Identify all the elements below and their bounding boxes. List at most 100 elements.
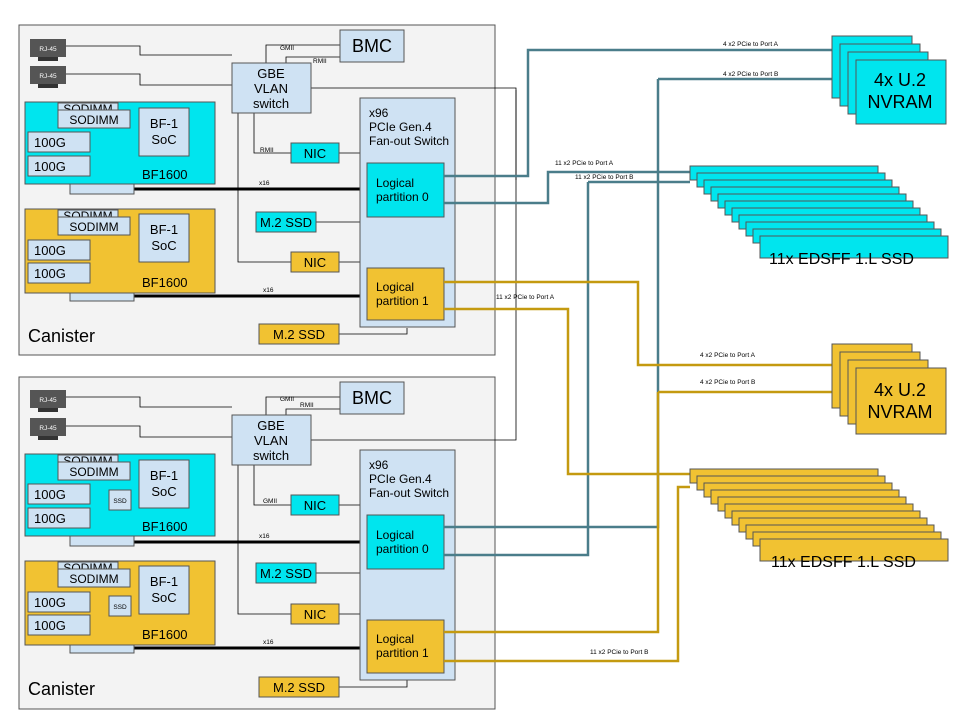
port-label: 100G <box>34 266 66 281</box>
onboard-ssd <box>108 489 132 511</box>
bmc-box <box>339 381 405 415</box>
pcie-edge-connector <box>69 183 135 195</box>
rj45-label: RJ-45 <box>39 397 57 404</box>
nic-box <box>290 251 340 273</box>
switch-line: switch <box>253 96 289 111</box>
rj45-port <box>30 390 66 408</box>
switch-line: GBE <box>257 66 285 81</box>
nvram-label: NVRAM <box>867 92 932 112</box>
link-label: 4 x2 PCie to Port A <box>700 352 756 359</box>
rj45-port <box>30 418 66 436</box>
nic-label: NIC <box>304 607 326 622</box>
link-lp1-c2-ssd-b <box>444 485 690 663</box>
link-label: 4 x2 PCie to Port B <box>723 71 778 78</box>
soc-label: SoC <box>151 484 176 499</box>
switch-line: VLAN <box>254 433 288 448</box>
m2-ssd <box>255 562 317 584</box>
edsff-stack-bottom <box>689 468 949 562</box>
sodimm-slot <box>57 109 131 129</box>
link-label: 11 x2 PCie to Port A <box>555 160 614 167</box>
logical-partition-1 <box>366 267 445 321</box>
link-label: 4 x2 PCie to Port A <box>723 41 779 48</box>
port-100g <box>27 155 91 177</box>
port-label: 100G <box>34 487 66 502</box>
bf1-soc <box>138 107 190 157</box>
edsff-ssd-drive <box>759 235 949 259</box>
x16-label: x16 <box>259 180 270 187</box>
rmii-label: RMII <box>300 402 314 409</box>
rj45-label: RJ-45 <box>39 46 57 53</box>
onboard-ssd-label: SSD <box>113 498 127 505</box>
sodimm-slot <box>57 216 131 236</box>
canister-label: Canister <box>28 679 95 699</box>
bmc-label: BMC <box>352 388 392 408</box>
partition-label: Logical <box>376 528 414 542</box>
pcie-links: 4 x2 PCie to Port A 4 x2 PCie to Port B … <box>444 41 832 663</box>
bf1-soc <box>138 565 190 615</box>
port-100g <box>27 131 91 153</box>
link-lp0-c1-ssd-a <box>444 170 690 205</box>
switch-line: switch <box>253 448 289 463</box>
m2-ssd <box>258 323 340 345</box>
x16-label: x16 <box>259 533 270 540</box>
sodimm-slot <box>57 461 131 481</box>
port-label: 100G <box>34 595 66 610</box>
bf1-soc <box>138 459 190 509</box>
logical-partition-0 <box>366 514 445 570</box>
port-label: 100G <box>34 618 66 633</box>
link-lp1-c2-nvram-b <box>444 392 660 634</box>
bf-name: BF1600 <box>142 167 188 182</box>
nvram-stack-bottom: 4x U.2 NVRAM <box>831 343 947 435</box>
nvram-stack-top: 4x U.2 NVRAM <box>831 35 947 125</box>
edsff-stack-top <box>689 165 949 259</box>
onboard-ssd-label: SSD <box>113 604 127 611</box>
gmii-label: GMII <box>280 45 294 52</box>
pcie-edge-connector <box>69 535 135 547</box>
partition-label: Logical <box>376 176 414 190</box>
m2-ssd <box>255 211 317 233</box>
partition-label: Logical <box>376 632 414 646</box>
m2-ssd <box>258 676 340 698</box>
switch-line: GBE <box>257 418 285 433</box>
port-100g <box>27 614 91 636</box>
soc-label: BF-1 <box>150 468 178 483</box>
gbe-vlan-switch <box>231 62 312 114</box>
nvram-label: 4x U.2 <box>874 70 926 90</box>
bmc-label: BMC <box>352 36 392 56</box>
link-lp1-c1-ssd-a <box>444 307 690 476</box>
port-label: 100G <box>34 243 66 258</box>
switch-line: VLAN <box>254 81 288 96</box>
port-100g <box>27 507 91 529</box>
nic-box <box>290 494 340 516</box>
pcie-switch-label: x96 <box>369 458 389 472</box>
partition-label: partition 0 <box>376 542 429 556</box>
port-label: 100G <box>34 511 66 526</box>
bf1-soc <box>138 213 190 263</box>
rj45-port <box>30 66 66 84</box>
rj45-label: RJ-45 <box>39 425 57 432</box>
edsff-ssd-drive <box>759 538 949 562</box>
link-type-label: GMII <box>263 498 277 505</box>
x16-label: x16 <box>263 639 274 646</box>
pcie-switch-label: Fan-out Switch <box>369 134 449 148</box>
link-label: 11 x2 PCie to Port B <box>575 174 633 181</box>
soc-label: BF-1 <box>150 116 178 131</box>
bf-name: BF1600 <box>142 627 188 642</box>
edsff-label: 11x EDSFF 1.L SSD <box>769 251 914 268</box>
bmc-box <box>339 29 405 63</box>
soc-label: BF-1 <box>150 222 178 237</box>
pcie-switch-label: PCIe Gen.4 <box>369 120 432 134</box>
nic-label: NIC <box>304 498 326 513</box>
partition-label: partition 0 <box>376 190 429 204</box>
canister-label: Canister <box>28 326 95 346</box>
port-label: 100G <box>34 159 66 174</box>
m2-ssd-label: M.2 SSD <box>273 680 325 695</box>
link-label: 11 x2 PCie to Port B <box>590 649 648 656</box>
port-label: 100G <box>34 135 66 150</box>
m2-ssd-label: M.2 SSD <box>260 215 312 230</box>
link-lp1-c1-nvram-a <box>444 280 832 367</box>
nic-label: NIC <box>304 255 326 270</box>
logical-partition-1 <box>366 619 445 674</box>
link-type-label: RMII <box>260 147 274 154</box>
